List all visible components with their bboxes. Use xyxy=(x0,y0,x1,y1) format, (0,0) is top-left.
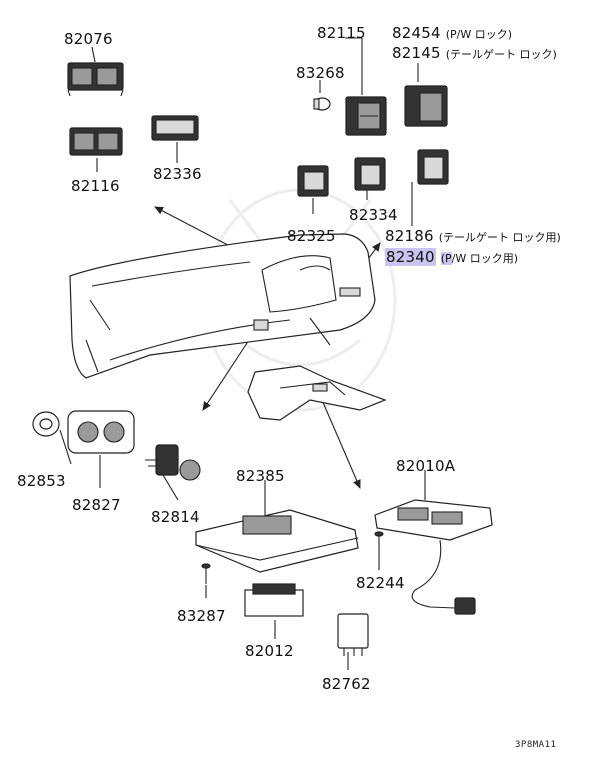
diagram-code: 3P8MA11 xyxy=(515,740,557,750)
label-82762: 82762 xyxy=(322,675,371,693)
label-82853: 82853 xyxy=(17,472,66,490)
part-82076 xyxy=(67,62,124,97)
label-82454-number: 82454 xyxy=(392,24,441,42)
part-82012 xyxy=(244,583,304,617)
part-82115 xyxy=(345,96,387,136)
label-82186: 82186 (テールゲート ロック用) xyxy=(385,228,561,246)
part-82454 xyxy=(404,85,448,127)
part-82827 xyxy=(67,410,135,454)
part-82244 xyxy=(374,531,384,552)
label-82186-number: 82186 xyxy=(385,227,434,245)
label-82115: 82115 xyxy=(317,24,366,42)
label-82454-note: (P/W ロック) xyxy=(445,28,512,41)
part-82814 xyxy=(145,444,201,481)
part-82762 xyxy=(337,613,369,656)
label-82340: 82340 (P/W ロック用) xyxy=(385,248,518,267)
part-82853 xyxy=(32,411,60,437)
label-82145-note: (テールゲート ロック) xyxy=(445,48,557,61)
part-82010A xyxy=(374,499,493,615)
dashboard-panel xyxy=(69,233,376,379)
label-82116: 82116 xyxy=(71,177,120,195)
label-82012: 82012 xyxy=(245,642,294,660)
part-82186 xyxy=(417,149,449,185)
label-82814: 82814 xyxy=(151,508,200,526)
label-82340-note: /W ロック用) xyxy=(451,252,518,265)
part-82385 xyxy=(195,509,359,573)
console-trim xyxy=(247,365,387,421)
label-82186-note: (テールゲート ロック用) xyxy=(438,231,561,244)
label-82454: 82454 (P/W ロック) xyxy=(392,25,512,43)
leader-lines xyxy=(59,37,426,670)
label-82244: 82244 xyxy=(356,574,405,592)
part-82334 xyxy=(354,157,386,191)
label-82385: 82385 xyxy=(236,467,285,485)
label-82340-note-highlight: (P xyxy=(440,252,452,265)
label-82336: 82336 xyxy=(153,165,202,183)
part-82325 xyxy=(297,165,329,197)
label-82010A: 82010A xyxy=(396,457,456,475)
label-82340-number: 82340 xyxy=(385,248,436,266)
part-82336 xyxy=(151,115,199,141)
label-82325: 82325 xyxy=(287,227,336,245)
label-82076: 82076 xyxy=(64,30,113,48)
label-82827: 82827 xyxy=(72,496,121,514)
label-83287: 83287 xyxy=(177,607,226,625)
part-83287 xyxy=(201,563,211,584)
label-83268: 83268 xyxy=(296,64,345,82)
label-82145: 82145 (テールゲート ロック) xyxy=(392,45,557,63)
part-83268 xyxy=(313,97,331,111)
label-82145-number: 82145 xyxy=(392,44,441,62)
part-82116 xyxy=(69,127,123,156)
label-82334: 82334 xyxy=(349,206,398,224)
